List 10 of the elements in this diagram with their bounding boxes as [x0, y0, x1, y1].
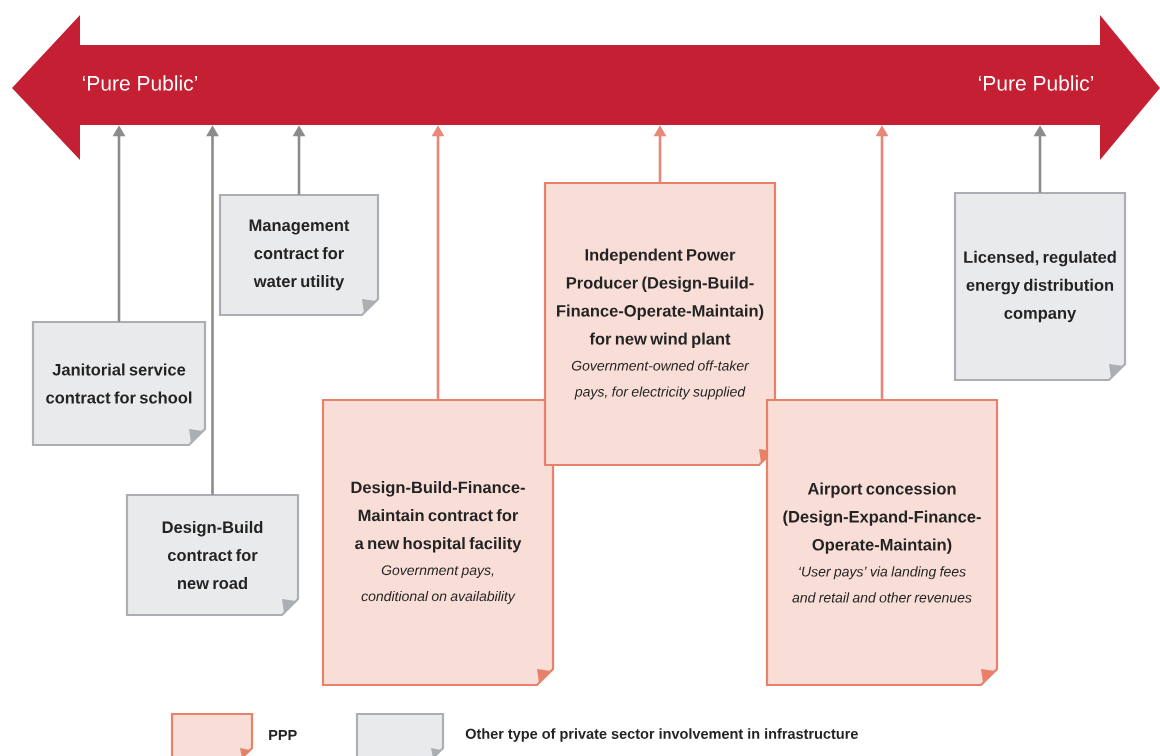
- note-box: Janitorial service contract for school: [31, 320, 207, 447]
- note-box: Management contract for water utility: [218, 193, 380, 317]
- note-box: Design-Build contract for new road: [125, 493, 300, 617]
- note-box: Licensed, regulated energy distribution company: [953, 191, 1127, 382]
- note-box: Independent Power Producer (Design-Build-Finance-Operate-Maintain) for new wind plant Government-owned off-taker pays, for electricity supplied: [543, 181, 777, 467]
- legend-label: PPP: [269, 730, 297, 740]
- legend-label: Other type of private sector involvement in infrastructure: [465, 728, 858, 742]
- note-box: Airport concession (Design-Expand-Finance-Operate-Maintain) ‘User pays’ via landing fees and retail and other revenues: [765, 398, 999, 687]
- double-arrow-band: ‘Pure Public’ ‘Pure Public’: [12, 15, 1160, 160]
- note-box: Design-Build-Finance-Maintain contract for a new hospital facility Government pays, conditional on availability: [321, 398, 555, 687]
